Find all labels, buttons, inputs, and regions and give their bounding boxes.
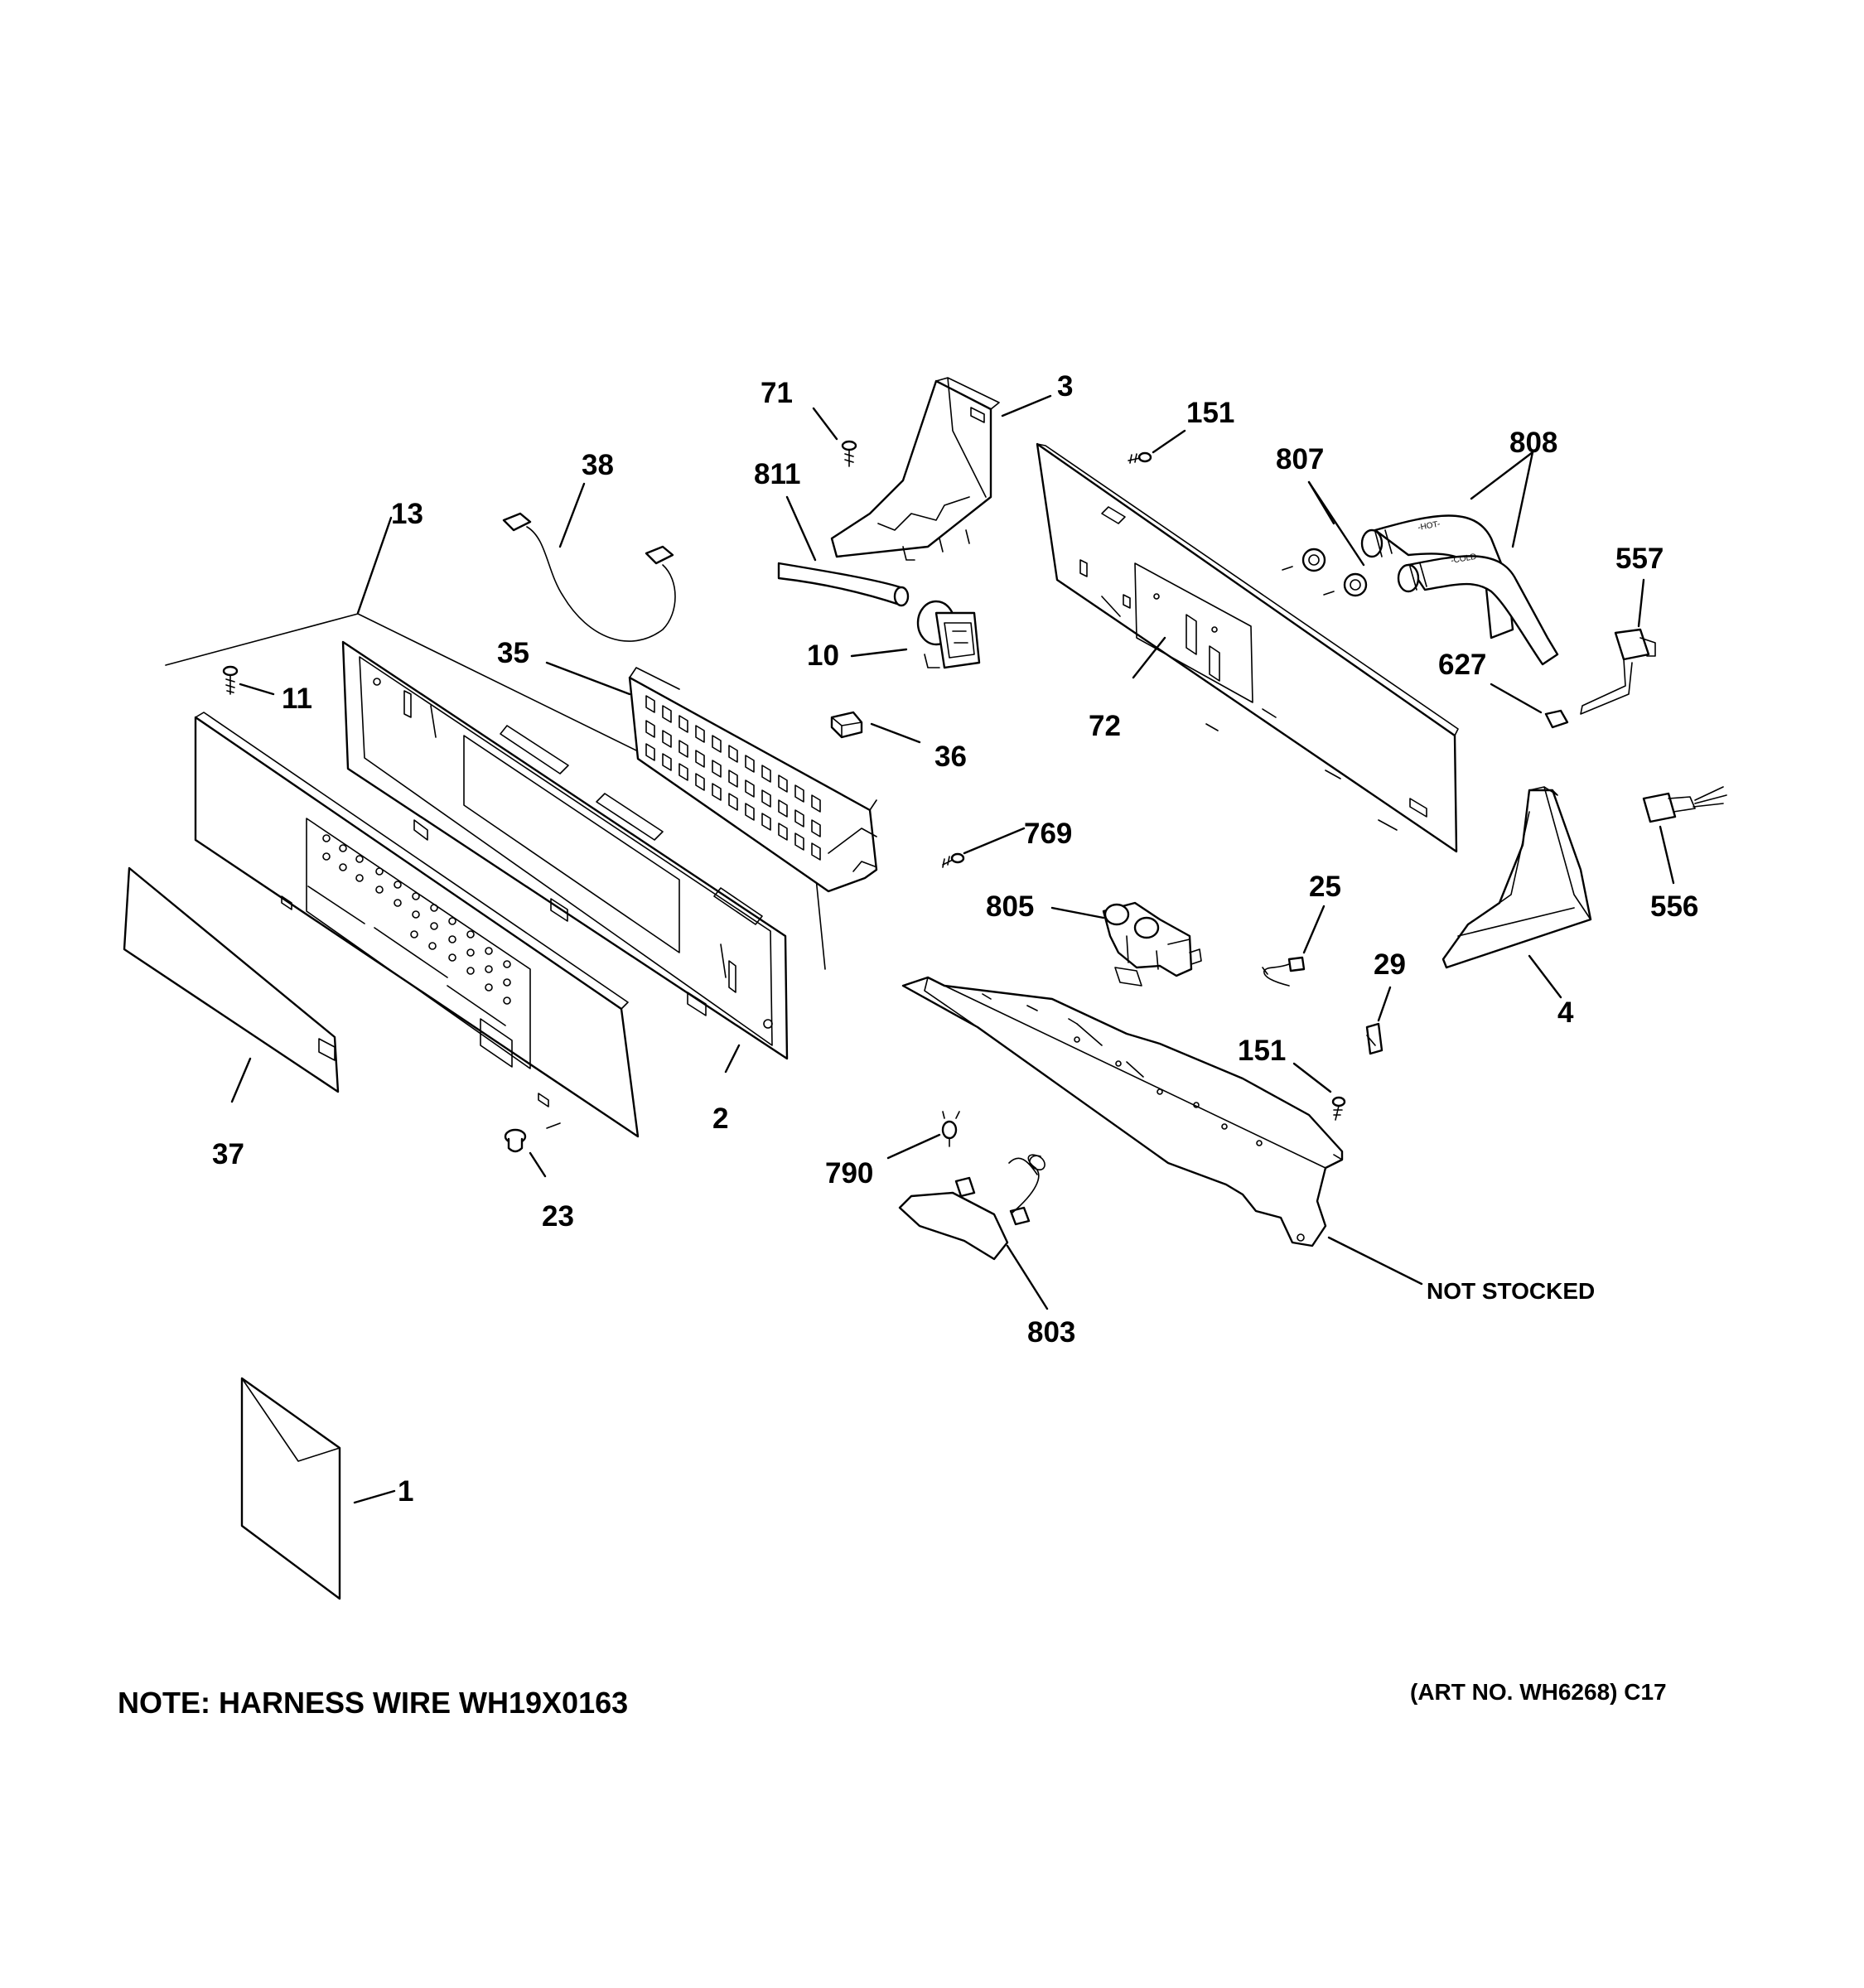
callout-36: 36 (934, 741, 967, 773)
front-console-panel (194, 712, 640, 1138)
callout-790: 790 (825, 1157, 873, 1189)
callout-29: 29 (1374, 948, 1406, 981)
callout-25: 25 (1309, 871, 1341, 903)
part-151-screw-upper (1128, 451, 1152, 464)
part-803-assembly (898, 1154, 1045, 1261)
part-25-wire (1262, 956, 1306, 987)
callout-37: 37 (212, 1138, 244, 1170)
part-4-endcap (1441, 786, 1592, 969)
callout-35: 35 (497, 637, 529, 669)
part-2-frame (341, 640, 789, 1060)
callout-13: 13 (391, 498, 423, 530)
part-805-water-valve (1102, 901, 1202, 987)
callout-805: 805 (986, 890, 1034, 923)
part-808-hoses: -HOT- -COLD- (1360, 514, 1559, 666)
callout-811: 811 (754, 458, 800, 490)
callout-803: 803 (1027, 1316, 1075, 1349)
part-557-harness (1580, 628, 1656, 715)
callout-38: 38 (582, 449, 614, 481)
callout-1: 1 (398, 1475, 413, 1508)
callout-23: 23 (542, 1200, 574, 1233)
callout-807: 807 (1276, 443, 1324, 475)
part-29-clip (1365, 1022, 1384, 1055)
part-769-screw (942, 852, 965, 868)
part-11-screw (222, 665, 239, 695)
callout-numbers: 13 38 35 11 2 37 23 1 71 3 811 10 36 151… (212, 370, 1698, 1508)
callout-72: 72 (1089, 710, 1121, 742)
part-72-rear-panel (1036, 442, 1459, 853)
art-number: (ART NO. WH6268) C17 (1410, 1679, 1667, 1705)
part-37-overlay (123, 866, 340, 1093)
callout-2: 2 (712, 1103, 728, 1135)
part-556-connector (1642, 786, 1727, 823)
callout-3: 3 (1057, 370, 1073, 403)
part-811-tube (777, 562, 910, 607)
part-627-plug (1544, 709, 1569, 729)
part-38-harness (502, 512, 676, 642)
callout-151-lower: 151 (1238, 1035, 1286, 1067)
callout-557: 557 (1615, 543, 1664, 575)
callout-71: 71 (761, 377, 793, 409)
callout-10: 10 (807, 639, 839, 672)
part-36-clip (830, 711, 863, 739)
hose-hot-label: -HOT- (1417, 519, 1441, 533)
callout-11: 11 (282, 683, 312, 715)
part-1-envelope (240, 1377, 341, 1600)
console-buttons (322, 834, 511, 1005)
callout-769: 769 (1024, 818, 1072, 850)
callout-808: 808 (1509, 427, 1557, 459)
not-stocked-label: NOT STOCKED (1427, 1278, 1595, 1304)
part-807-washers (1282, 548, 1368, 597)
part-71-screw (841, 440, 857, 467)
part-35-bracket (628, 667, 878, 893)
not-stocked-bracket (901, 976, 1344, 1247)
part-23-knob (504, 1122, 561, 1153)
callout-556: 556 (1650, 890, 1698, 923)
leader-lines (230, 394, 1675, 1504)
callout-151-upper: 151 (1186, 397, 1234, 429)
callout-4: 4 (1557, 996, 1574, 1029)
harness-note: NOTE: HARNESS WIRE WH19X0163 (118, 1686, 628, 1720)
part-10-pressure-switch (916, 600, 981, 669)
callout-627: 627 (1438, 649, 1486, 681)
bracket-slots (645, 695, 821, 861)
part-3-endcap (830, 377, 1000, 561)
part-13-backsplash-trim (165, 613, 826, 970)
part-151-screw-lower (1331, 1096, 1346, 1121)
part-790-clamp (941, 1111, 960, 1147)
